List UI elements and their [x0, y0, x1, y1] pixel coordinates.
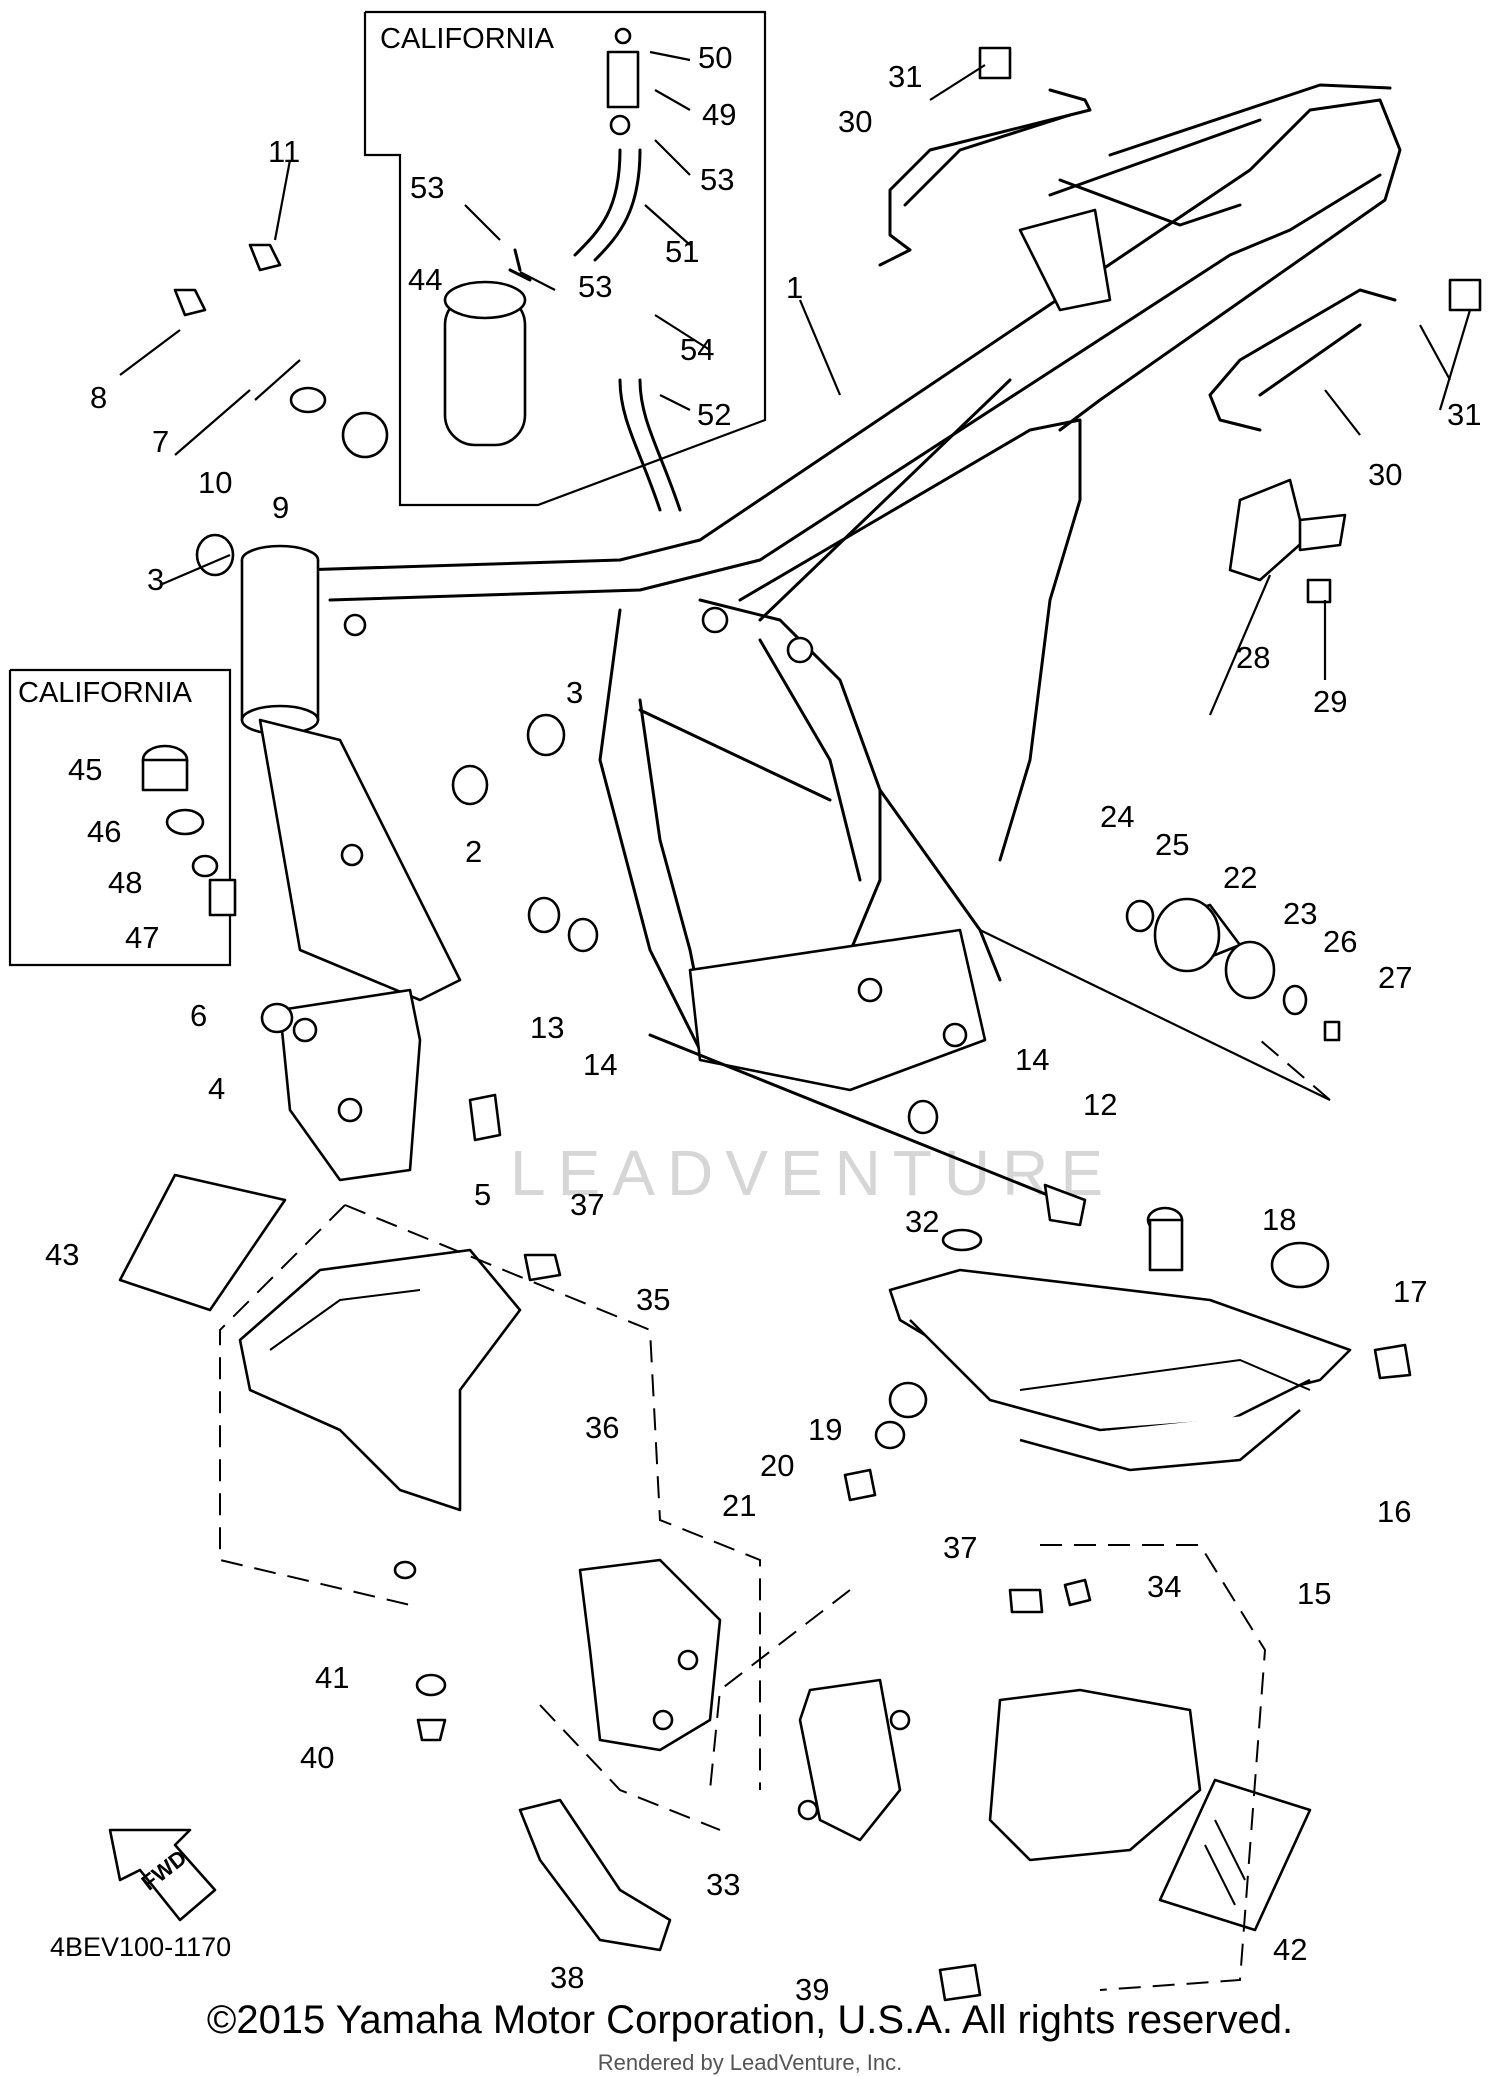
callout-17: 17: [1393, 1274, 1427, 1309]
callout-1: 1: [786, 270, 803, 305]
callout-26: 26: [1323, 924, 1357, 959]
callout-31a: 31: [888, 59, 922, 94]
callout-54: 54: [680, 332, 714, 367]
callout-30b: 30: [1368, 457, 1402, 492]
callout-16: 16: [1377, 1494, 1411, 1529]
callout-39: 39: [795, 1972, 829, 2007]
callout-53b: 53: [700, 162, 734, 197]
callout-3a: 3: [147, 562, 164, 597]
callout-14a: 14: [583, 1047, 617, 1082]
copyright-notice: ©2015 Yamaha Motor Corporation, U.S.A. A…: [206, 1998, 1294, 2042]
assembly-dash-lines: [219, 929, 1331, 1991]
callout-53a: 53: [410, 170, 444, 205]
callout-41: 41: [315, 1660, 349, 1695]
pivot-collars: [1125, 897, 1341, 1042]
fasteners: [173, 46, 1482, 2002]
callout-15: 15: [1297, 1576, 1331, 1611]
callout-12: 12: [1083, 1087, 1117, 1122]
callout-28: 28: [1236, 640, 1270, 675]
callout-2: 2: [465, 834, 482, 869]
callout-49: 49: [702, 97, 736, 132]
callout-25: 25: [1155, 827, 1189, 862]
diagram-code: 4BEV100-1170: [50, 1932, 232, 1962]
callout-35: 35: [636, 1282, 670, 1317]
side-cover-left: [238, 1248, 722, 1752]
callout-38: 38: [550, 1960, 584, 1995]
callout-7: 7: [152, 424, 169, 459]
callout-23: 23: [1283, 896, 1317, 931]
leader-lines: [119, 50, 1472, 716]
california-label-top: CALIFORNIA: [380, 23, 555, 55]
callout-52: 52: [697, 397, 731, 432]
callout-8: 8: [90, 380, 107, 415]
callout-13: 13: [530, 1010, 564, 1045]
callout-30a: 30: [838, 104, 872, 139]
callout-3b: 3: [566, 675, 583, 710]
callout-5: 5: [474, 1177, 491, 1212]
pivot-bolt: [527, 896, 1087, 1227]
callout-50: 50: [698, 40, 732, 75]
callout-42: 42: [1273, 1932, 1307, 1967]
callout-37b: 37: [943, 1530, 977, 1565]
callout-43: 43: [45, 1237, 79, 1272]
callout-53c: 53: [578, 269, 612, 304]
callout-21: 21: [722, 1488, 756, 1523]
callout-44: 44: [408, 262, 442, 297]
callout-46: 46: [87, 814, 121, 849]
skid-plate: [888, 1206, 1352, 1472]
callout-6: 6: [190, 998, 207, 1033]
callout-45: 45: [68, 752, 102, 787]
rendered-by-notice: Rendered by LeadVenture, Inc.: [597, 2050, 903, 2075]
bracket-28: [1228, 478, 1347, 582]
callout-31b: 31: [1447, 397, 1481, 432]
watermark: LEADVENTURE: [510, 1137, 1115, 1209]
grab-rails: [878, 88, 1397, 432]
bracket-38: [518, 1798, 672, 1952]
decals: [118, 1173, 1312, 1932]
fwd-arrow-icon: FWD: [108, 1828, 217, 1922]
fuel-components: [443, 27, 682, 512]
callout-19: 19: [808, 1412, 842, 1447]
callout-29: 29: [1313, 684, 1347, 719]
callout-32: 32: [905, 1204, 939, 1239]
california-label-left: CALIFORNIA: [18, 677, 193, 709]
main-frame: [298, 83, 1402, 1092]
engine-bracket: [278, 988, 422, 1182]
callout-11: 11: [268, 134, 300, 169]
california-parts-left: [141, 744, 237, 917]
callout-14b: 14: [1015, 1042, 1049, 1077]
callout-27: 27: [1378, 960, 1412, 995]
callout-18: 18: [1262, 1202, 1296, 1237]
callout-9: 9: [272, 490, 289, 525]
callout-10: 10: [198, 465, 232, 500]
callout-labels: 1 2 3 3 4 5 6 7 8 9 10 11 12 13 14 14 15…: [45, 40, 1481, 2007]
callout-24: 24: [1100, 799, 1134, 834]
callout-36: 36: [585, 1410, 619, 1445]
side-cover-right: [797, 1678, 1202, 1862]
callout-48: 48: [108, 865, 142, 900]
california-box-top: CALIFORNIA: [363, 10, 767, 507]
callout-47: 47: [125, 920, 159, 955]
callout-37a: 37: [570, 1187, 604, 1222]
steering-head: [240, 544, 462, 1002]
callout-33: 33: [706, 1867, 740, 1902]
callout-22: 22: [1223, 860, 1257, 895]
callout-40: 40: [300, 1740, 334, 1775]
california-box-left: CALIFORNIA: [8, 668, 232, 967]
callout-20: 20: [760, 1448, 794, 1483]
callout-4: 4: [208, 1071, 225, 1106]
callout-34: 34: [1147, 1569, 1181, 1604]
callout-51: 51: [665, 234, 699, 269]
